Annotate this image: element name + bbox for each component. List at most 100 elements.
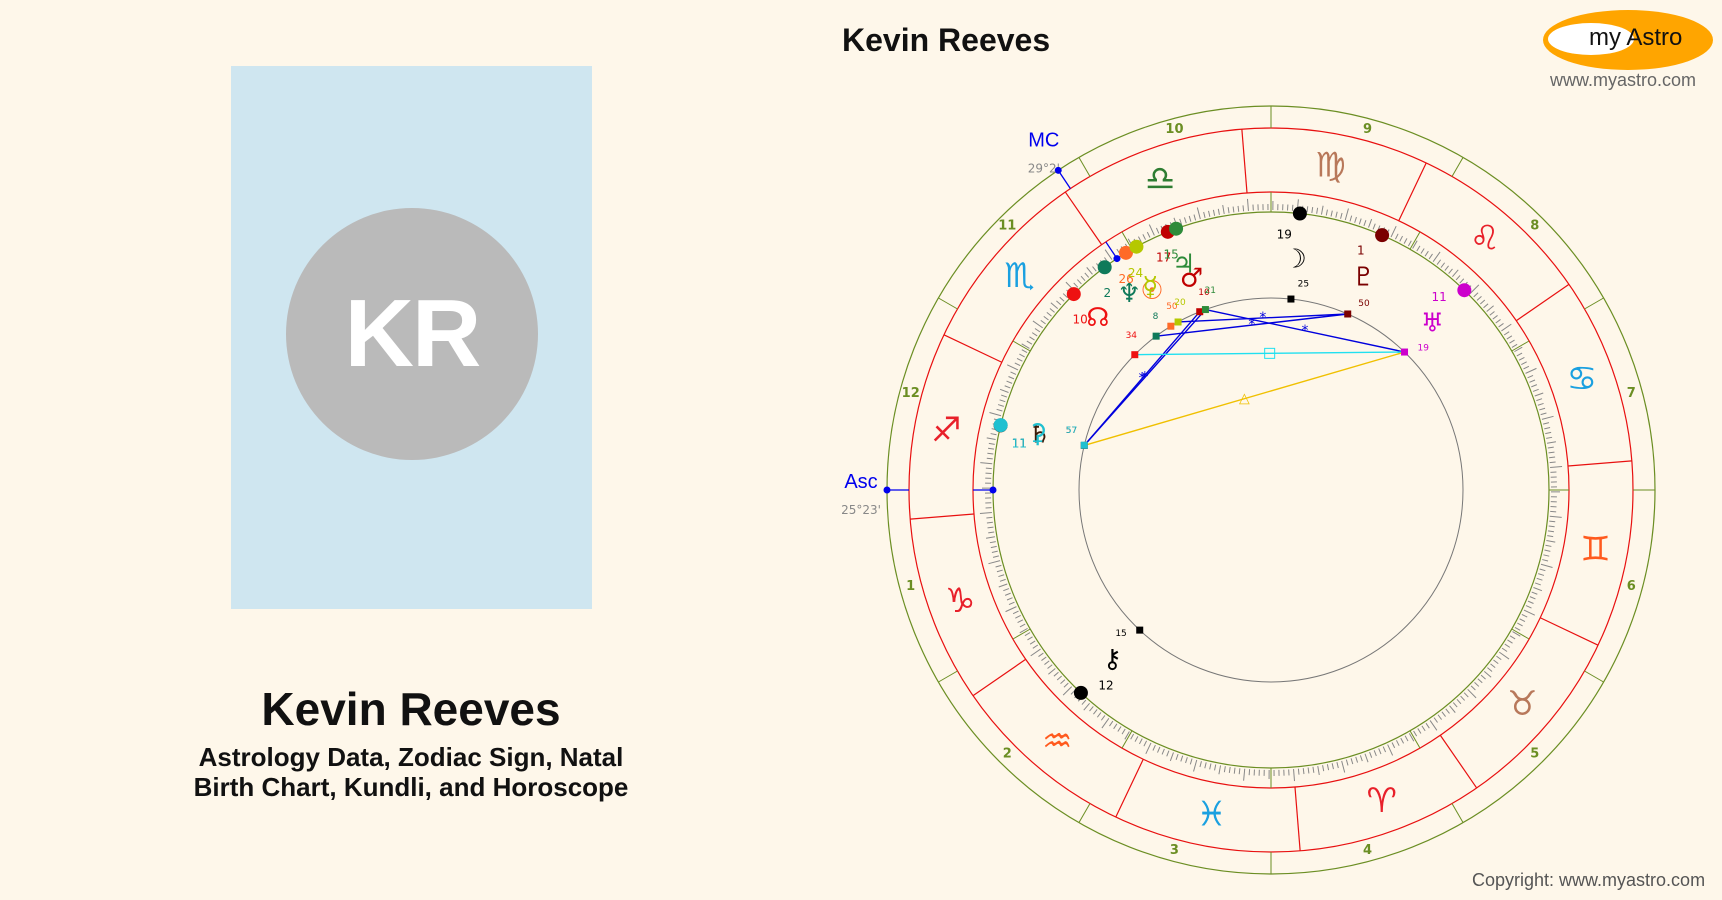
house-cusp-line [1012,340,1031,352]
avatar: KR [286,208,538,460]
degree-tick [1358,218,1362,225]
degree-tick [1076,279,1082,285]
degree-tick [1373,750,1377,757]
degree-tick [1509,635,1516,640]
degree-tick [1093,709,1098,715]
angle-degree-mc: 29°2' [1028,162,1060,176]
planet-minute: 19 [1418,343,1430,353]
house-cusp-line [1451,157,1464,177]
degree-tick [1306,206,1309,213]
degree-tick [1541,415,1554,420]
zodiac-aries-icon: ♈ [1367,781,1397,821]
degree-tick [1086,267,1093,275]
degree-tick [1428,253,1433,260]
myastro-logo[interactable]: my Astro [1543,10,1713,70]
degree-tick [1048,668,1056,675]
degree-tick [1441,711,1446,717]
sign-boundary [972,658,1027,697]
planet-degree: 1 [1357,243,1365,257]
degree-tick [1394,233,1399,240]
degree-tick [1498,323,1504,328]
degree-tick [1316,207,1319,214]
degree-tick [1021,343,1030,349]
degree-tick [1549,456,1556,459]
zodiac-ring-inner [972,191,1570,789]
degree-tick [1049,308,1055,313]
degree-tick [1012,610,1019,615]
degree-tick [987,452,994,455]
degree-tick [1487,667,1493,672]
degree-tick [1509,339,1515,344]
degree-tick [1544,427,1551,430]
degree-tick [1424,250,1429,257]
degree-tick [1004,592,1011,596]
aspect-sextile-icon: * [1141,369,1148,385]
degree-tick [1531,591,1538,595]
planet-minute: 8 [1153,312,1159,322]
degree-tick [1029,336,1035,341]
aspect-point [1201,306,1209,314]
planet-degree: 11 [1012,436,1027,450]
degree-tick [1540,412,1547,416]
degree-tick [1179,218,1183,225]
degree-tick [1008,601,1015,606]
mercury-icon: ☿ [1142,272,1158,302]
degree-tick [1455,275,1461,281]
degree-tick [1312,766,1315,773]
degree-tick [1121,728,1126,735]
degree-tick [1533,587,1543,592]
degree-tick [999,578,1006,582]
degree-tick [1010,371,1017,375]
degree-tick [1320,205,1324,215]
degree-tick [1322,765,1325,772]
degree-tick [1545,544,1552,547]
planet-minute: 50 [1166,302,1178,312]
degree-tick [1044,660,1050,665]
degree-tick [1345,759,1349,766]
degree-tick [1056,675,1063,681]
uranus-icon: ♅ [1421,308,1444,338]
degree-tick [1137,236,1142,243]
degree-tick [1504,643,1511,648]
sign-boundary [1294,786,1301,851]
house-number-2: 2 [1003,746,1012,761]
degree-tick [1208,210,1211,217]
zodiac-libra-icon: ♎ [1145,159,1175,199]
degree-tick [1143,740,1148,747]
angle-label-mc: MC [1028,130,1059,152]
zodiac-leo-icon: ♌ [1470,219,1500,259]
planet-marker-moon [1292,206,1307,221]
degree-tick [1019,353,1025,358]
degree-tick [1139,738,1143,745]
degree-tick [1495,319,1501,324]
site-url-link[interactable]: www.myastro.com [1550,70,1697,90]
degree-tick [1030,648,1041,657]
degree-tick [1460,695,1466,701]
degree-tick [1031,332,1038,337]
degree-tick [1390,225,1397,238]
sign-boundary [1115,758,1144,818]
house-number-12: 12 [902,386,920,401]
ceres-icon: ⚳ [1028,419,1047,449]
sign-boundary [1064,191,1103,246]
aspect-trine-icon: △ [1239,391,1250,407]
degree-tick [1512,631,1521,637]
degree-tick [988,531,995,534]
degree-tick [986,437,996,441]
degree-tick [1152,744,1156,751]
aspect-point [1167,322,1175,330]
sign-boundary [1241,129,1248,194]
degree-tick [1237,205,1240,212]
degree-tick [1363,220,1367,227]
degree-tick [1212,209,1216,216]
degree-tick [1501,323,1512,332]
house-cusp-line [1511,628,1530,640]
degree-tick [1501,647,1508,652]
degree-tick [1444,265,1449,271]
aspect-sextile-icon: * [1259,310,1266,326]
degree-tick [1204,762,1207,769]
degree-tick [1489,311,1495,316]
degree-tick [1341,760,1346,773]
degree-tick [1540,563,1553,568]
